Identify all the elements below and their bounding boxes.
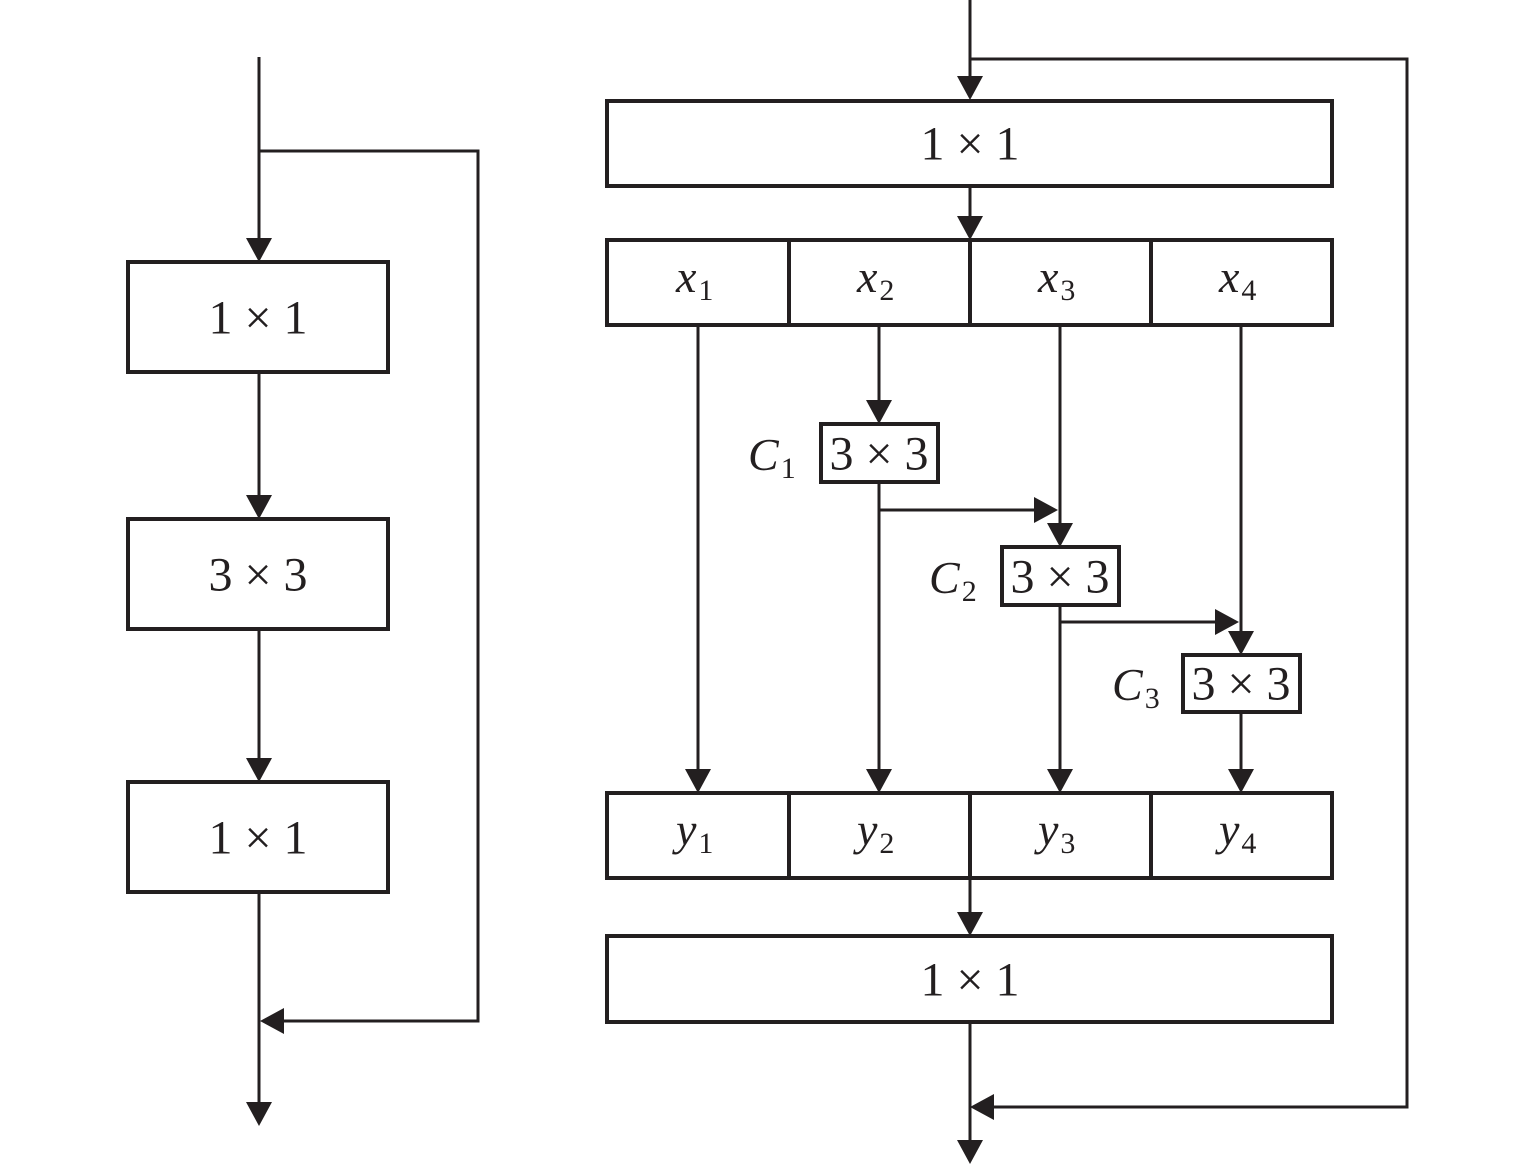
arrow-down-icon — [866, 400, 892, 424]
left-conv-1x1-bottom — [126, 780, 390, 894]
output-y4: y4 — [1215, 804, 1256, 860]
arrow-down-icon — [246, 495, 272, 519]
split-inputs-row: x1 x2 x3 x4 — [605, 238, 1334, 327]
conv-c1-label: 3 × 3 — [829, 428, 928, 481]
output-y2: y2 — [853, 804, 894, 860]
arrow-down-icon — [246, 1102, 272, 1126]
output-y1: y1 — [672, 804, 713, 860]
right-skip-connection — [970, 57, 1409, 1109]
arrow-down-icon — [957, 912, 983, 936]
conv-c3-label: 3 × 3 — [1191, 658, 1290, 711]
arrow-left-icon — [260, 1008, 284, 1034]
arrow-down-icon — [957, 76, 983, 100]
left-conv-1x1-bottom-label: 1 × 1 — [208, 812, 307, 865]
arrow-left-icon — [970, 1094, 994, 1120]
input-x1: x1 — [675, 251, 713, 307]
arrow-down-icon — [1228, 631, 1254, 655]
arrow-down-icon — [957, 1140, 983, 1164]
output-y3: y3 — [1034, 804, 1075, 860]
conv-c2-name: C2 — [929, 552, 977, 608]
input-x4: x4 — [1218, 251, 1256, 307]
conv-c2-label: 3 × 3 — [1010, 551, 1109, 604]
arrow-right-icon — [1215, 609, 1239, 635]
input-x3: x3 — [1037, 251, 1075, 307]
conv-c1 — [819, 422, 940, 484]
left-skip-connection — [259, 149, 480, 1023]
right-block: 1 × 1 x1 x2 x3 x4 3 × 3 C1 3 × — [605, 0, 1409, 1164]
conv-c3-name: C3 — [1112, 659, 1160, 715]
arrow-right-icon — [1034, 497, 1058, 523]
left-block: 1 × 1 3 × 3 1 × 1 — [126, 57, 480, 1126]
left-conv-3x3-label: 3 × 3 — [208, 549, 307, 602]
right-conv-1x1-top — [605, 99, 1334, 188]
right-conv-1x1-bottom-label: 1 × 1 — [920, 954, 1019, 1007]
left-conv-3x3 — [126, 517, 390, 631]
right-conv-1x1-bottom — [605, 934, 1334, 1024]
left-conv-1x1-top — [126, 260, 390, 374]
arrow-down-icon — [685, 769, 711, 793]
conv-c1-name: C1 — [748, 429, 796, 485]
left-conv-1x1-top-label: 1 × 1 — [208, 292, 307, 345]
outputs-row: y1 y2 y3 y4 — [605, 791, 1334, 880]
arrow-down-icon — [1047, 523, 1073, 547]
right-conv-1x1-top-label: 1 × 1 — [920, 118, 1019, 171]
arrow-down-icon — [246, 238, 272, 262]
arrow-down-icon — [957, 216, 983, 240]
arrow-down-icon — [246, 758, 272, 782]
arrow-down-icon — [1047, 769, 1073, 793]
arrow-down-icon — [1228, 769, 1254, 793]
conv-c3 — [1181, 653, 1302, 714]
arrow-down-icon — [866, 769, 892, 793]
conv-c2 — [1000, 545, 1121, 607]
input-x2: x2 — [856, 251, 894, 307]
